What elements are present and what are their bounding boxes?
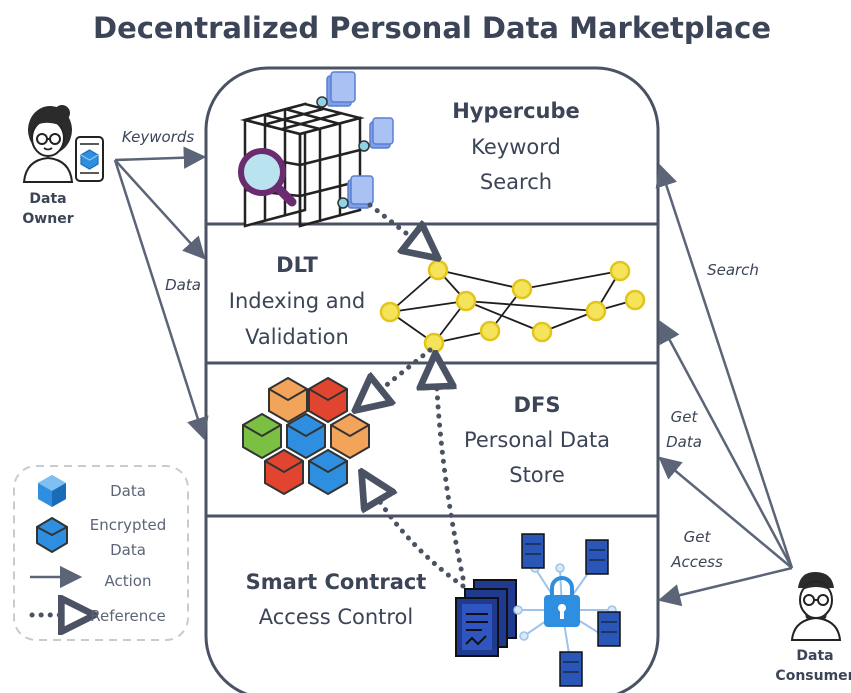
data-owner-label-line1: Data <box>29 191 66 207</box>
dlt-node <box>609 260 631 282</box>
layer-dfs-line2: Store <box>509 463 565 487</box>
dlt-network-nodes <box>379 259 646 354</box>
legend-encrypted-cube-icon <box>36 516 68 554</box>
encrypted-cube-icon <box>264 448 304 496</box>
data-consumer-avatar <box>790 572 842 641</box>
encrypted-cube-icon <box>308 448 348 496</box>
legend-box <box>13 465 189 641</box>
action-arrow <box>658 320 794 569</box>
encrypted-cube-icon <box>308 376 348 424</box>
layer-hypercube-name: Hypercube <box>452 99 580 123</box>
dlt-node <box>479 320 501 342</box>
reference-arrows <box>367 202 466 589</box>
layer-dfs-name: DFS <box>514 393 561 417</box>
data-owner-label-line2: Owner <box>22 211 73 227</box>
dlt-node <box>427 259 449 281</box>
reference-arrow <box>367 202 425 248</box>
encrypted-cube-cluster <box>242 376 370 496</box>
edge-label-search: Search <box>707 261 759 279</box>
layer-hypercube-line1: Keyword <box>471 135 561 159</box>
layer-smart-contract-name: Smart Contract <box>246 570 427 594</box>
data-owner-avatar <box>22 105 74 183</box>
server-icon <box>559 651 583 687</box>
action-arrow <box>655 163 794 569</box>
data-consumer-label-line1: Data <box>796 648 833 664</box>
edge-label-keywords: Keywords <box>122 128 195 146</box>
layer-dfs-line1: Personal Data <box>464 428 610 452</box>
legend-encrypted-label-line1: Encrypted <box>90 516 166 534</box>
action-arrow <box>114 159 206 260</box>
server-icon <box>597 611 621 647</box>
server-icons <box>521 533 621 687</box>
encrypted-cube-icon <box>268 376 308 424</box>
server-icon <box>585 539 609 575</box>
action-arrow <box>113 159 209 441</box>
layer-smart-contract-line1: Access Control <box>259 605 413 629</box>
legend-action-label: Action <box>105 572 152 590</box>
owner-action-arrows <box>113 146 209 441</box>
reference-arrow <box>436 370 466 581</box>
page-title: Decentralized Personal Data Marketplace <box>93 11 771 45</box>
action-arrow <box>114 146 207 169</box>
action-arrow <box>658 456 793 569</box>
edge-label-data: Data <box>165 276 201 294</box>
dlt-node <box>624 289 646 311</box>
layer-dlt-name: DLT <box>276 253 318 277</box>
legend-data-cube-icon <box>38 475 66 507</box>
encrypted-cube-icon <box>330 412 370 460</box>
layer-hypercube-line2: Search <box>480 170 552 194</box>
dlt-node <box>379 301 401 323</box>
dlt-node <box>531 321 553 343</box>
consumer-action-arrows <box>655 163 794 607</box>
edge-label-get-data-1: Get <box>671 408 699 426</box>
encrypted-cube-icon <box>286 412 326 460</box>
layer-dlt-line1: Indexing and <box>229 289 365 313</box>
dlt-node <box>585 300 607 322</box>
edge-label-get-data-2: Data <box>666 433 702 451</box>
edge-label-get-access-2: Access <box>670 553 723 571</box>
data-block-icons <box>316 71 394 209</box>
magnifier-icon <box>238 148 297 207</box>
encrypted-cube-icon <box>242 412 282 460</box>
legend-data-label: Data <box>110 482 146 500</box>
dlt-node <box>511 278 533 300</box>
action-arrow <box>657 566 793 607</box>
contract-documents-icon <box>455 579 517 657</box>
legend-encrypted-label-line2: Data <box>110 541 146 559</box>
edge-label-get-access-1: Get <box>684 528 712 546</box>
smartphone-icon <box>75 136 104 182</box>
dlt-node <box>455 290 477 312</box>
legend-reference-label: Reference <box>90 607 166 625</box>
layer-dlt-line2: Validation <box>245 325 349 349</box>
data-consumer-label-line2: Consumer <box>775 668 851 684</box>
server-icon <box>521 533 545 569</box>
